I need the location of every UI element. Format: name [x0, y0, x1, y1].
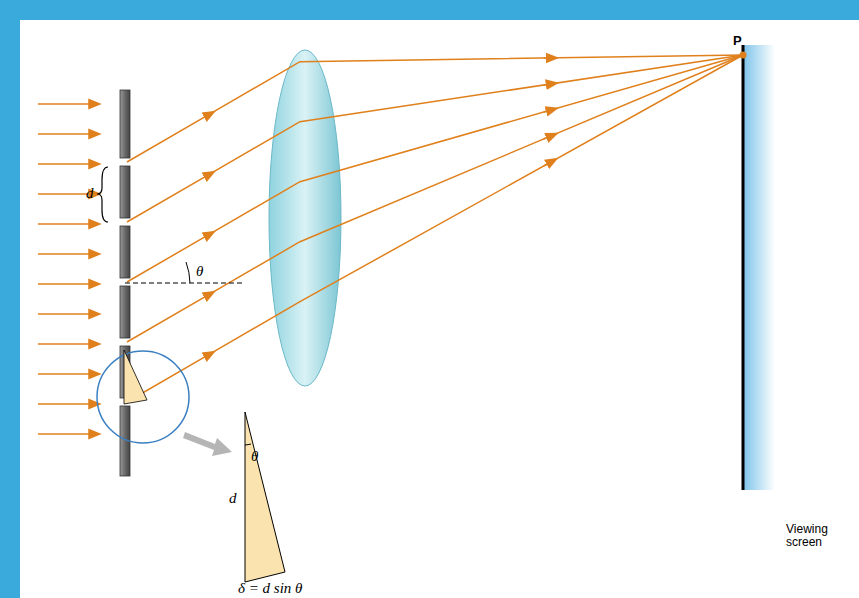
path-difference-label: δ = d sin θ	[238, 580, 302, 597]
incident-ray	[38, 103, 95, 105]
angle-label: θ	[196, 263, 203, 280]
incident-ray	[38, 403, 95, 405]
incident-ray	[38, 163, 95, 165]
ray-arrowhead	[208, 114, 210, 115]
inset-angle-label: θ	[251, 448, 258, 465]
incident-ray	[38, 343, 95, 345]
incident-ray	[38, 373, 95, 375]
incident-ray	[38, 253, 95, 255]
diffracted-ray	[127, 55, 743, 342]
grating-bar	[120, 90, 130, 158]
ray-arrowhead	[544, 161, 553, 166]
ray-arrowhead	[544, 57, 553, 59]
slit-spacing-label: d	[86, 185, 94, 202]
grating-bar	[120, 166, 130, 218]
inset-spacing-label: d	[229, 490, 237, 507]
ray-arrowhead	[544, 135, 553, 139]
screen-caption: Viewing screen	[786, 523, 848, 549]
ray-arrowhead	[208, 234, 210, 235]
incident-ray	[38, 133, 95, 135]
incident-ray	[38, 313, 95, 315]
grating-bar	[120, 226, 130, 278]
ray-arrowhead	[208, 354, 210, 355]
ray-arrowhead	[208, 294, 210, 295]
incident-ray	[38, 283, 95, 285]
diffracted-ray	[127, 55, 743, 162]
diffracted-ray	[127, 55, 743, 282]
ray-arrowhead	[208, 174, 210, 175]
ray-arrowhead	[544, 110, 553, 113]
grating-bar	[120, 286, 130, 338]
diffracted-ray	[127, 55, 743, 222]
diffracted-ray	[127, 55, 743, 402]
incident-ray	[38, 433, 95, 435]
point-label: P	[733, 34, 742, 48]
incident-ray	[38, 223, 95, 225]
ray-arrowhead	[544, 84, 553, 85]
